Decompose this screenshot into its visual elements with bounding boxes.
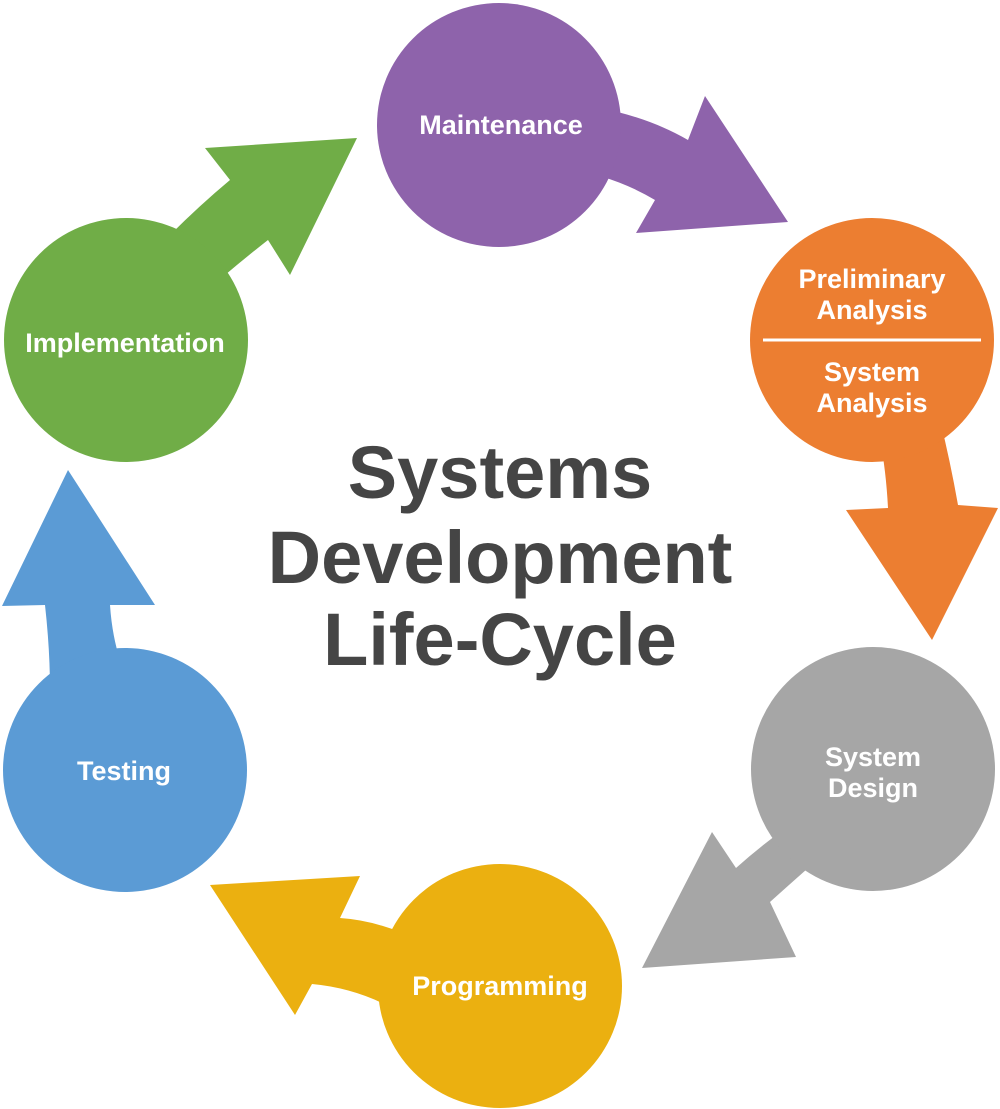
analysis-label-top-1: Preliminary — [798, 264, 945, 294]
stage-implementation: Implementation — [4, 138, 357, 462]
design-label-1: System — [825, 742, 921, 772]
title-line-1: Systems — [348, 431, 652, 514]
diagram-title: Systems Development Life-Cycle — [268, 431, 733, 681]
implementation-circle — [4, 218, 248, 462]
analysis-label-bottom-1: System — [824, 357, 920, 387]
analysis-arrow — [846, 420, 998, 640]
testing-label: Testing — [77, 756, 171, 786]
programming-label: Programming — [412, 971, 588, 1001]
programming-circle — [378, 864, 622, 1108]
testing-circle — [3, 648, 247, 892]
maintenance-arrow — [600, 96, 788, 233]
stage-design: System Design — [642, 647, 995, 968]
implementation-label: Implementation — [25, 328, 225, 358]
analysis-label-top-2: Analysis — [816, 295, 927, 325]
title-line-3: Life-Cycle — [323, 598, 677, 681]
stage-programming: Programming — [210, 864, 622, 1108]
maintenance-label: Maintenance — [419, 110, 583, 140]
design-circle — [751, 647, 995, 891]
stage-testing: Testing — [2, 470, 247, 892]
stage-analysis: Preliminary Analysis System Analysis — [750, 218, 998, 640]
testing-arrow — [2, 470, 155, 690]
stage-maintenance: Maintenance — [377, 3, 788, 247]
maintenance-circle — [377, 3, 621, 247]
title-line-2: Development — [268, 516, 733, 599]
implementation-arrow — [170, 138, 357, 275]
design-label-2: Design — [828, 773, 918, 803]
analysis-label-bottom-2: Analysis — [816, 388, 927, 418]
programming-arrow — [210, 876, 400, 1015]
